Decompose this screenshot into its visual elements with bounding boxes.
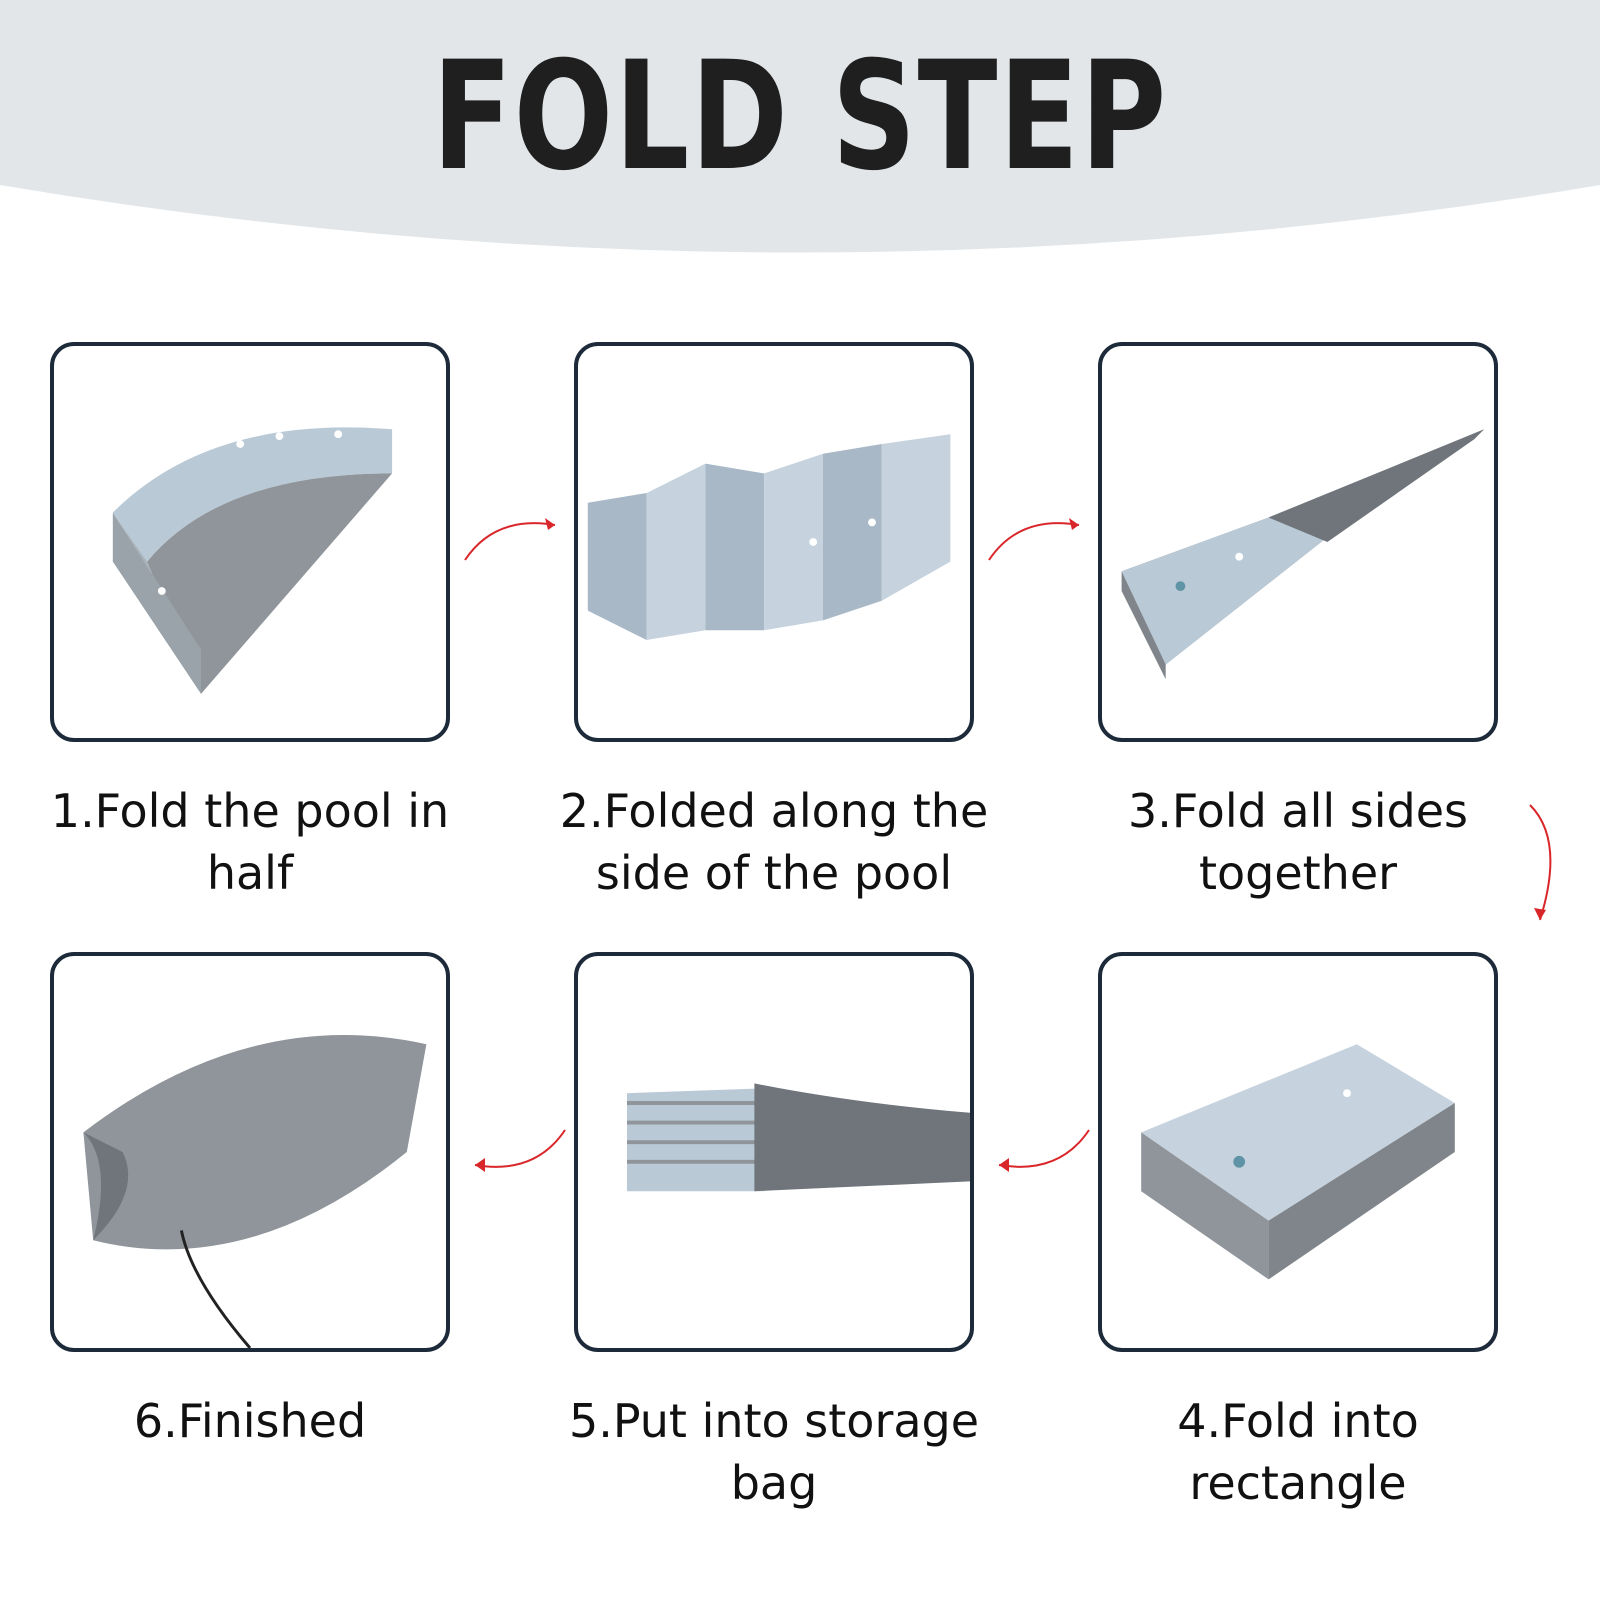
step-4-card (1098, 952, 1498, 1352)
step-6-image (83, 1034, 427, 1348)
step-4-caption: 4.Fold into rectangle (1177, 1394, 1419, 1510)
page-title: FOLD STEP (432, 30, 1168, 204)
step-1-caption: 1.Fold the pool in half (50, 784, 450, 900)
step-2-image (587, 434, 951, 640)
step-3-image (1121, 429, 1485, 680)
arrow-step-2-to-3 (988, 518, 1080, 561)
step-3-caption: 3.Fold all sides together (1127, 784, 1469, 900)
arrow-step-5-to-6 (474, 1129, 566, 1172)
step-5-caption: 5.Put into storage bag (568, 1394, 980, 1510)
step-3-card (1098, 342, 1498, 742)
step-4-image (1141, 1044, 1455, 1280)
step-6-caption: 6.Finished (133, 1394, 367, 1448)
step-6-card (50, 952, 450, 1352)
step-2-caption: 2.Folded along the side of the pool (559, 784, 989, 900)
arrow-step-3-to-4 (1529, 804, 1552, 921)
step-1-card (50, 342, 450, 742)
title-banner (0, 0, 1600, 253)
step-1-image (112, 427, 393, 694)
arrow-step-4-to-5 (998, 1129, 1090, 1172)
step-2-card (574, 342, 974, 742)
arrow-step-1-to-2 (464, 518, 556, 561)
step-5-image (627, 1083, 970, 1192)
step-5-card (574, 952, 974, 1352)
